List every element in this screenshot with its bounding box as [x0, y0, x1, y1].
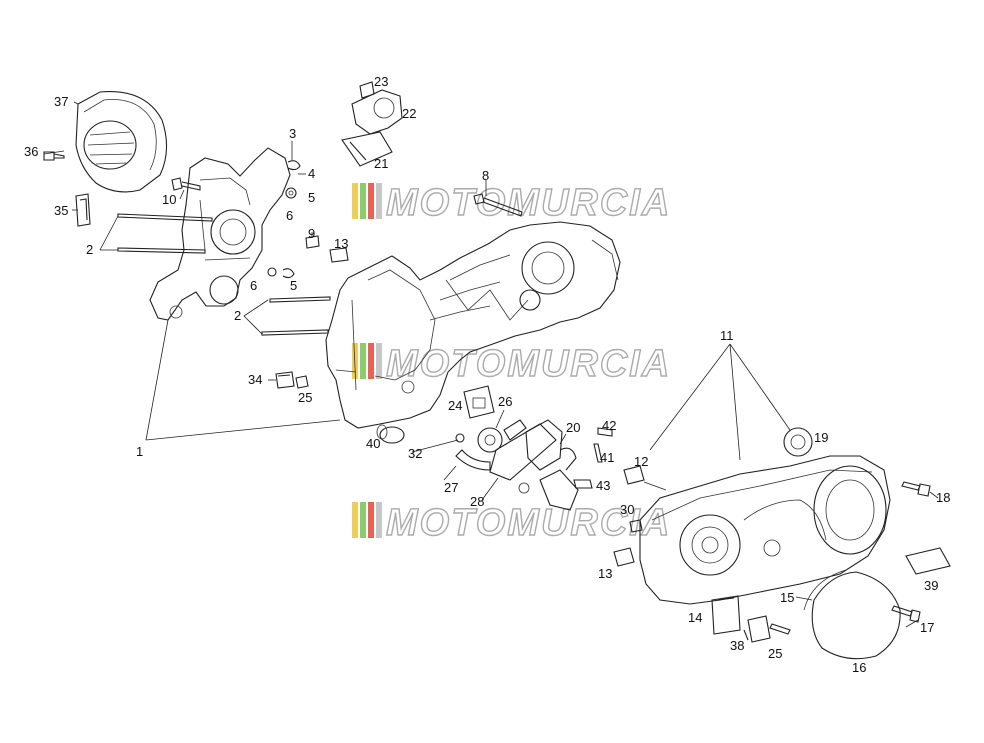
part-41-42-43-springs [573, 427, 613, 489]
part-19-bearing [783, 427, 813, 457]
watermark-text: MOTOMURCIA [386, 343, 671, 385]
part-37-fan-cover [75, 91, 168, 193]
label-13a: 13 [334, 236, 348, 251]
watermark-bottom: MOTOMURCIA [352, 501, 671, 545]
label-43: 43 [596, 478, 610, 493]
part-25-screw-right [769, 623, 791, 635]
part-39-bracket [905, 547, 951, 575]
label-24: 24 [448, 398, 462, 413]
part-24-pump-block [463, 385, 495, 419]
part-2-studs-lower [261, 296, 331, 336]
part-38-clip [743, 615, 771, 643]
part-14-pad [711, 595, 741, 635]
part-34-plug [275, 371, 295, 389]
watermark-top: MOTOMURCIA [352, 181, 671, 225]
part-36-bolt [43, 151, 65, 161]
label-10: 10 [162, 192, 176, 207]
label-37: 37 [54, 94, 68, 109]
label-19: 19 [814, 430, 828, 445]
part-17-bolt [891, 605, 921, 623]
label-6b: 6 [250, 278, 257, 293]
label-25a: 25 [298, 390, 312, 405]
label-25b: 25 [768, 646, 782, 661]
watermark-stripe [360, 343, 366, 379]
label-5b: 5 [290, 278, 297, 293]
label-20: 20 [566, 420, 580, 435]
label-9: 9 [308, 226, 315, 241]
label-18: 18 [936, 490, 950, 505]
label-15: 15 [780, 590, 794, 605]
part-1-crankcase-left [149, 147, 291, 321]
watermark-stripe [352, 183, 358, 219]
label-4: 4 [308, 166, 315, 181]
label-42: 42 [602, 418, 616, 433]
label-39: 39 [924, 578, 938, 593]
part-main-crankcase [325, 221, 621, 429]
part-32-washer [455, 433, 465, 443]
label-32: 32 [408, 446, 422, 461]
label-11: 11 [720, 328, 734, 343]
part-26-gear [477, 419, 527, 453]
part-8-bolt [473, 193, 523, 217]
part-3-4-5-6-fasteners [267, 160, 301, 279]
label-26: 26 [498, 394, 512, 409]
label-1: 1 [136, 444, 143, 459]
label-16: 16 [852, 660, 866, 675]
watermark-stripe [376, 343, 382, 379]
part-labels: 37 36 35 10 2 2 1 3 4 5 6 6 5 8 9 13 23 … [24, 74, 950, 675]
watermark-middle: MOTOMURCIA [352, 342, 671, 386]
label-23: 23 [374, 74, 388, 89]
label-13b: 13 [598, 566, 612, 581]
part-30-screw [629, 519, 643, 533]
label-35: 35 [54, 203, 68, 218]
watermark-stripe [360, 502, 366, 538]
label-27: 27 [444, 480, 458, 495]
watermark-stripe [376, 183, 382, 219]
label-14: 14 [688, 610, 702, 625]
label-12: 12 [634, 454, 648, 469]
watermark-stripe [360, 183, 366, 219]
part-11-transmission-cover [639, 455, 891, 605]
watermark-stripe [368, 502, 374, 538]
watermark-stripe [368, 343, 374, 379]
label-17: 17 [920, 620, 934, 635]
leader-lines [43, 101, 939, 628]
part-18-bolt [901, 481, 931, 497]
part-9-13-dowels [305, 235, 349, 263]
part-28-plate [489, 423, 557, 494]
watermark-text: MOTOMURCIA [386, 182, 671, 224]
part-10-bolt [171, 177, 201, 191]
watermark-stripe [352, 502, 358, 538]
part-40-bushing [376, 424, 405, 444]
label-40: 40 [366, 436, 380, 451]
label-36: 36 [24, 144, 38, 159]
label-34: 34 [248, 372, 262, 387]
label-28: 28 [470, 494, 484, 509]
label-21: 21 [374, 156, 388, 171]
watermark-stripe [368, 183, 374, 219]
label-2a: 2 [86, 242, 93, 257]
part-pump-body [525, 419, 579, 511]
part-2-studs-upper [117, 213, 213, 254]
label-22: 22 [402, 106, 416, 121]
label-2b: 2 [234, 308, 241, 323]
part-25-screw [295, 375, 309, 389]
label-3: 3 [289, 126, 296, 141]
label-38: 38 [730, 638, 744, 653]
label-8: 8 [482, 168, 489, 183]
part-27-arc [455, 449, 491, 471]
label-30: 30 [620, 502, 634, 517]
label-5a: 5 [308, 190, 315, 205]
part-35-clip [75, 193, 91, 227]
part-12-13-bushings [613, 465, 645, 567]
watermark-text: MOTOMURCIA [386, 502, 671, 544]
watermark-stripe [376, 502, 382, 538]
part-15-16-cover-cap [803, 569, 901, 660]
label-41: 41 [600, 450, 614, 465]
label-6a: 6 [286, 208, 293, 223]
part-21-22-23-intake [341, 81, 403, 167]
